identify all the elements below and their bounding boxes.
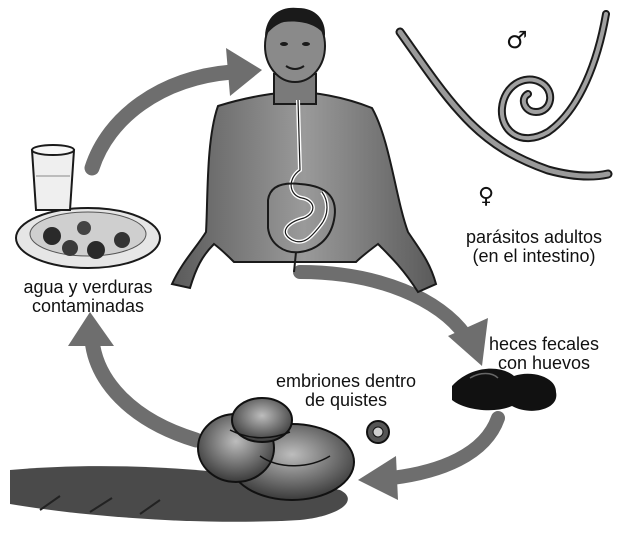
label-line: (en el intestino) xyxy=(448,247,620,266)
label-line: heces fecales xyxy=(468,335,620,354)
label-line: contaminadas xyxy=(0,297,176,316)
label-line: parásitos adultos xyxy=(448,228,620,247)
label-line: de quistes xyxy=(272,391,420,410)
cyst-icon xyxy=(367,421,389,443)
label-contaminated-food: agua y verduras contaminadas xyxy=(0,278,176,316)
lettuce-plants xyxy=(10,398,354,522)
label-line: embriones dentro xyxy=(272,372,420,391)
human-figure xyxy=(172,8,436,292)
label-adult-parasites: parásitos adultos (en el intestino) xyxy=(448,228,620,266)
male-symbol: ♂ xyxy=(506,26,528,54)
adult-parasites xyxy=(400,14,608,176)
feces-with-eggs xyxy=(452,369,556,411)
arrow-lettuce-to-food xyxy=(68,312,196,440)
label-embryos-in-cysts: embriones dentro de quistes xyxy=(272,372,420,410)
arrow-human-to-feces xyxy=(300,272,488,366)
label-line: con huevos xyxy=(468,354,620,373)
label-line: agua y verduras xyxy=(0,278,176,297)
female-symbol: ♀ xyxy=(478,184,494,209)
label-feces-with-eggs: heces fecales con huevos xyxy=(468,335,620,373)
